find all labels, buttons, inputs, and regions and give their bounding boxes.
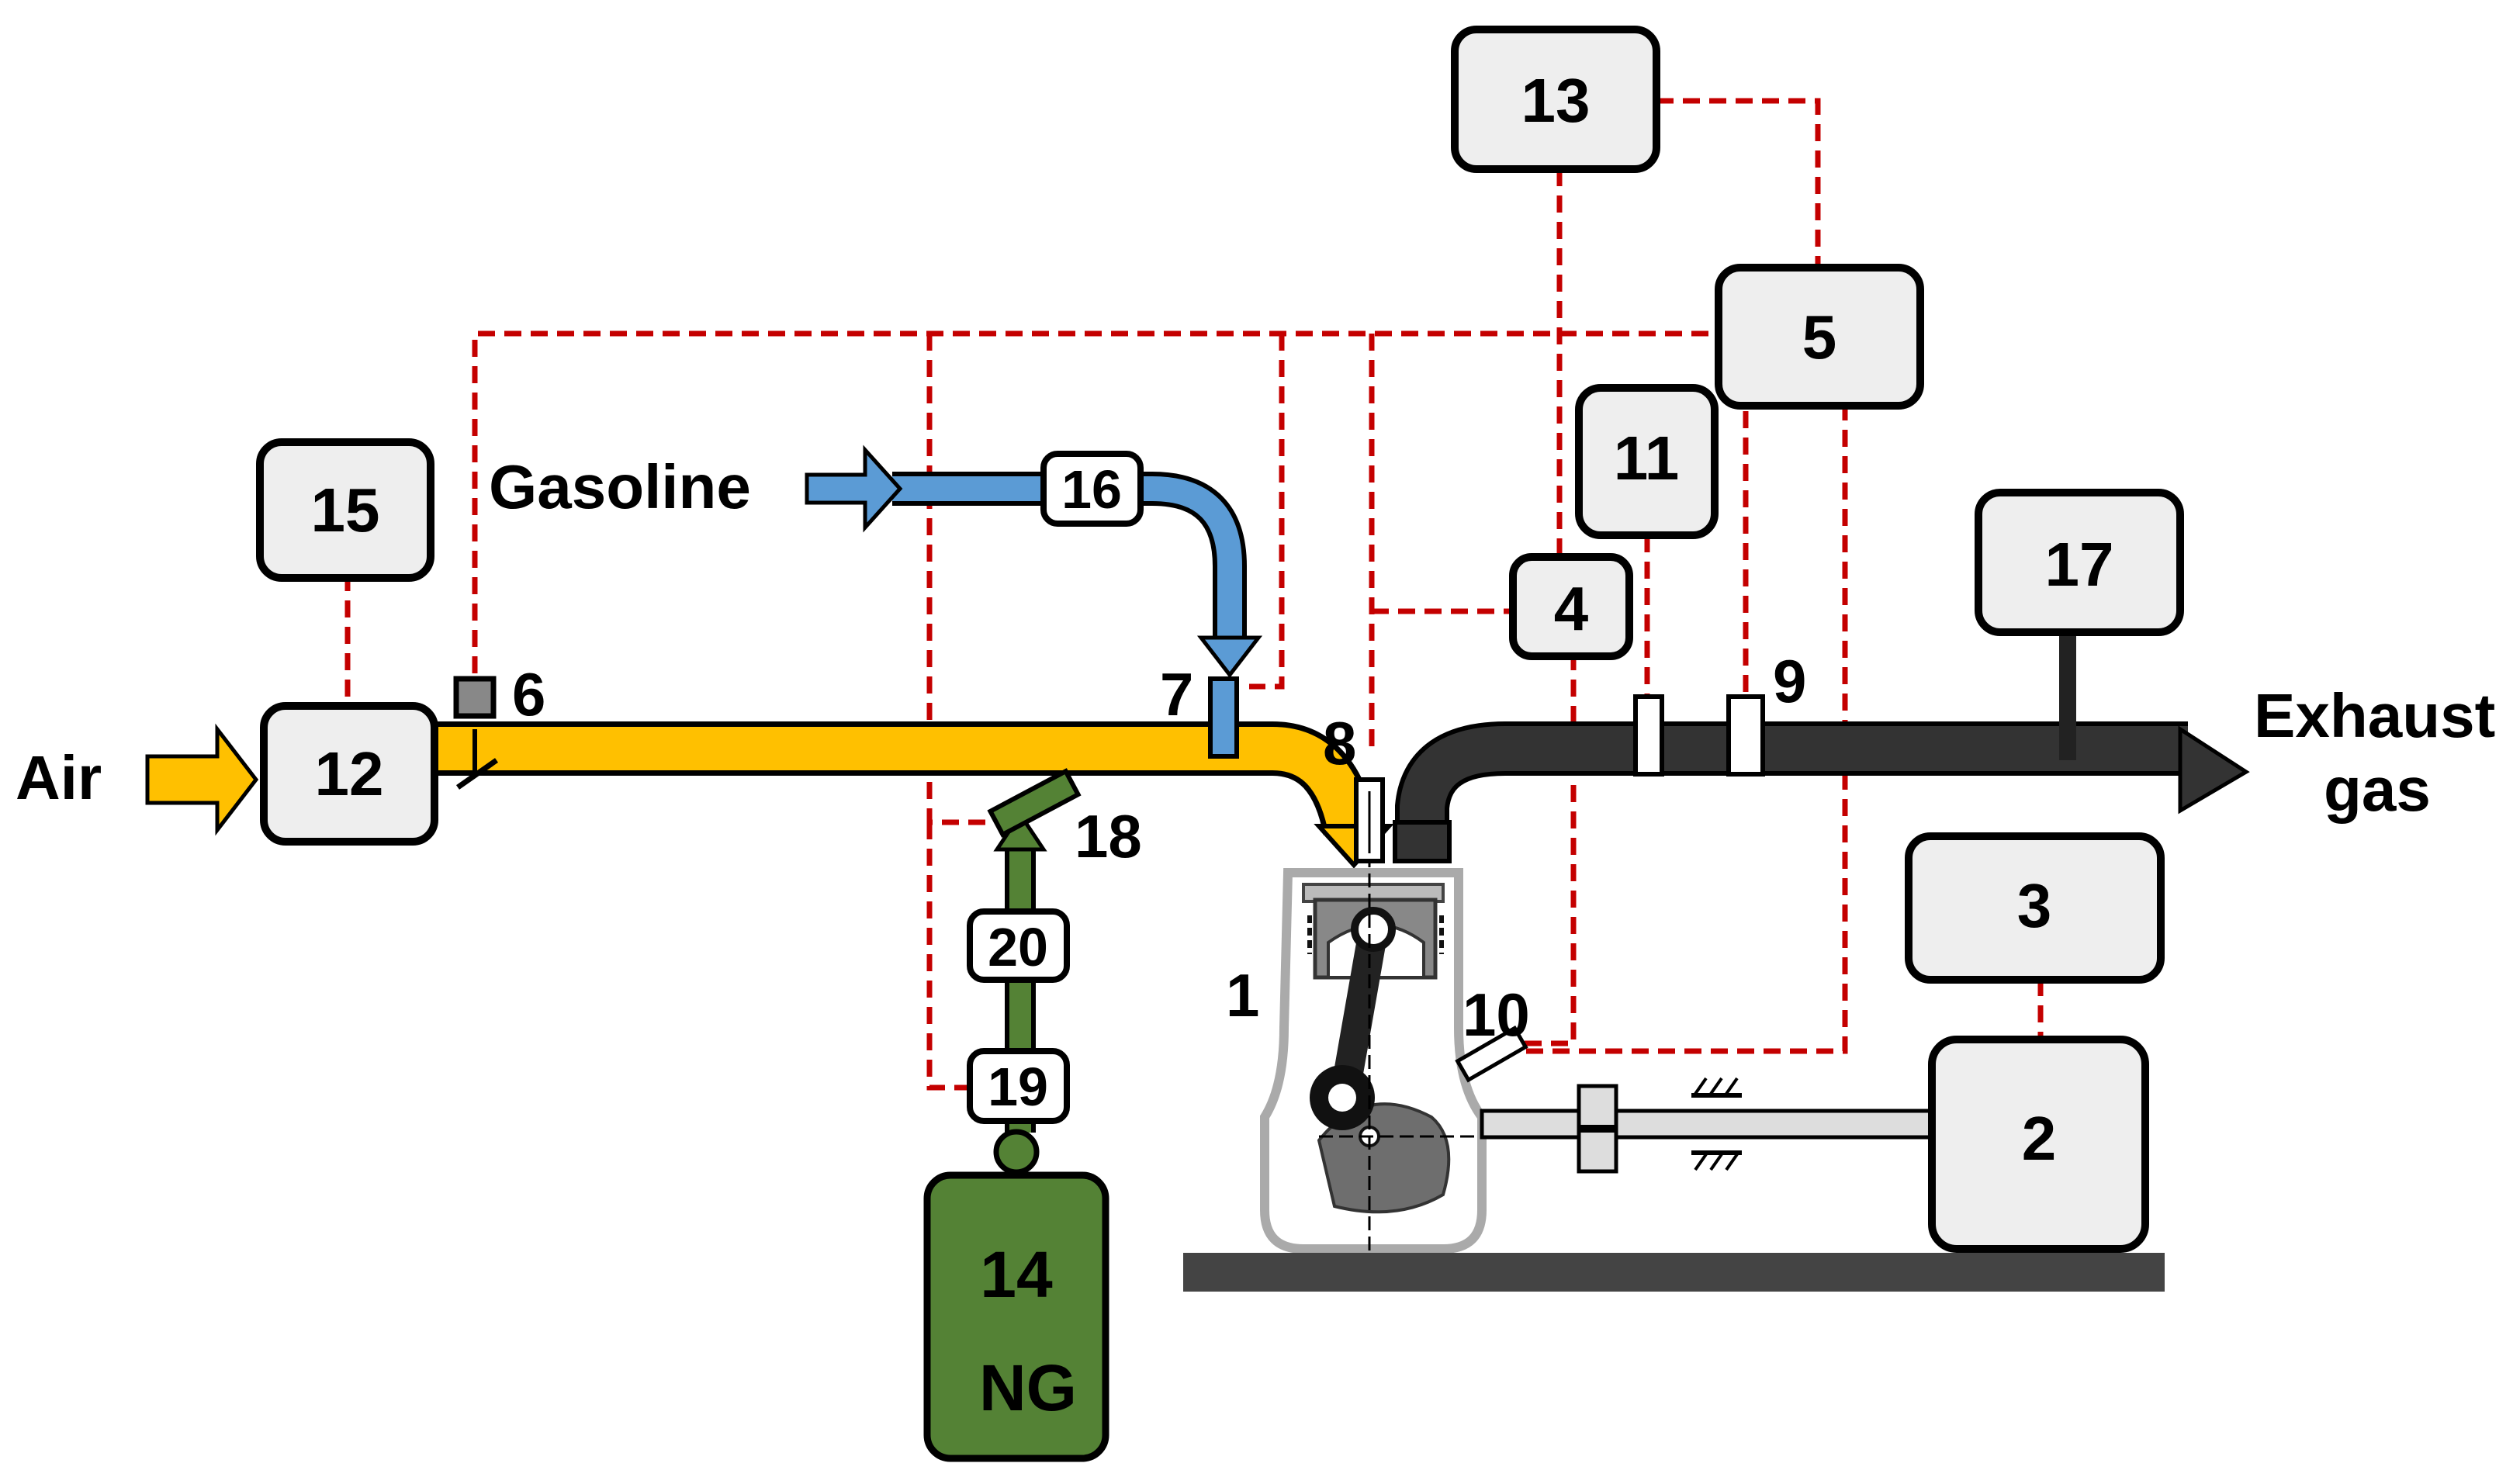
- engine: [1260, 853, 1528, 1257]
- component-2-label: 2: [2022, 1104, 2057, 1173]
- air-label: Air: [16, 743, 102, 812]
- component-15-label: 15: [311, 476, 380, 545]
- throttle-valve: [455, 729, 499, 790]
- component-1-label: 1: [1226, 961, 1259, 1029]
- component-box-3: 3: [1905, 832, 2165, 984]
- component-9-label: 9: [1773, 647, 1806, 715]
- component-19-label: 19: [988, 1057, 1048, 1117]
- signal-lines: [344, 98, 2044, 1091]
- component-17-label: 17: [2045, 530, 2114, 599]
- base-plate: [1183, 1253, 2165, 1292]
- component-box-15: 15: [256, 438, 434, 582]
- component-8-label: 8: [1323, 709, 1356, 777]
- component-11-label: 11: [1614, 424, 1680, 493]
- component-box-16: 16: [1040, 451, 1144, 527]
- component-5-label: 5: [1802, 303, 1837, 372]
- component-6-label: 6: [512, 660, 545, 728]
- gasoline-injector: [1208, 676, 1239, 759]
- component-7-label: 7: [1160, 660, 1193, 728]
- ng-label: NG: [979, 1351, 1077, 1424]
- component-14-label: 14: [980, 1238, 1053, 1311]
- component-13-label: 13: [1521, 66, 1591, 135]
- component-6-sensor: [453, 676, 497, 719]
- gasoline-inlet-arrow: [805, 444, 903, 533]
- exhaust-label-line1: Exhaust: [2254, 681, 2495, 750]
- component-16-label: 16: [1061, 459, 1122, 520]
- air-intake-pipe: [434, 721, 1394, 869]
- component-box-12: 12: [260, 702, 438, 846]
- component-3-label: 3: [2017, 871, 2052, 940]
- component-box-13: 13: [1451, 26, 1660, 173]
- component-box-4: 4: [1509, 553, 1633, 660]
- component-12-label: 12: [315, 739, 384, 808]
- component-4-label: 4: [1554, 574, 1589, 643]
- component-box-20: 20: [967, 908, 1070, 983]
- component-20-label: 20: [988, 917, 1048, 977]
- component-box-17: 17: [1975, 489, 2184, 636]
- component-box-5: 5: [1715, 264, 1924, 410]
- component-box-19: 19: [967, 1048, 1070, 1124]
- component-box-11: 11: [1575, 384, 1719, 539]
- component-10-label: 10: [1462, 981, 1530, 1049]
- component-box-2: 2: [1928, 1036, 2149, 1253]
- air-inlet-arrow: [145, 723, 259, 836]
- component-18-label: 18: [1075, 802, 1142, 870]
- drive-shaft: [1480, 1077, 1938, 1174]
- ng-tank: [923, 1171, 1109, 1462]
- gasoline-label: Gasoline: [489, 452, 751, 521]
- gasoline-line: [892, 472, 1263, 679]
- exhaust-sensors: [1633, 628, 2076, 777]
- exhaust-pipe: [1393, 721, 2250, 863]
- exhaust-label-line2: gas: [2324, 755, 2431, 824]
